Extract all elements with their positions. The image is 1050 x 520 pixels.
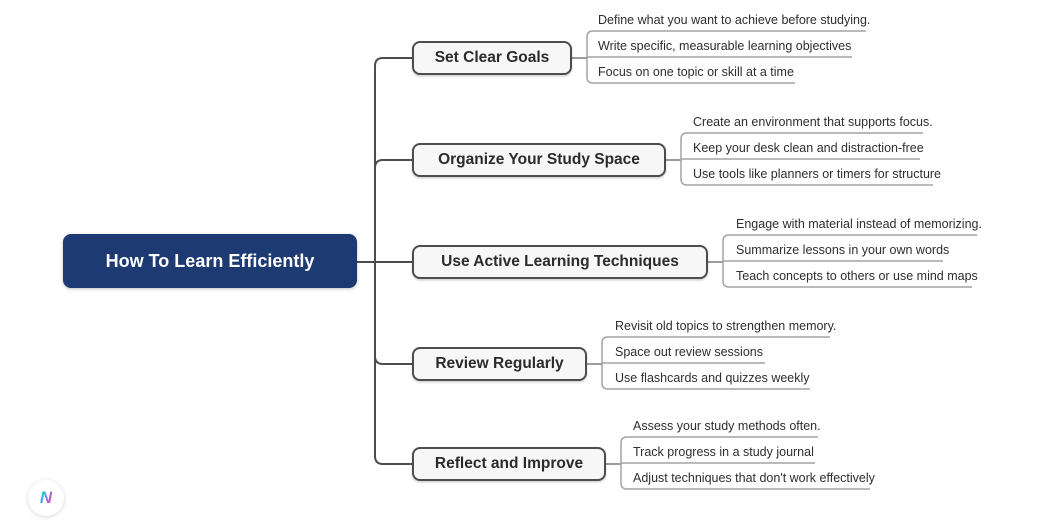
child-node-1-2[interactable]: Write specific, measurable learning obje… [598, 39, 852, 53]
child-node-2-2[interactable]: Keep your desk clean and distraction-fre… [693, 141, 924, 155]
child-node-4-3[interactable]: Use flashcards and quizzes weekly [615, 371, 810, 385]
child-node-3-3[interactable]: Teach concepts to others or use mind map… [736, 269, 978, 283]
child-node-2-1[interactable]: Create an environment that supports focu… [693, 115, 933, 129]
connector-trunk-down-branch5 [374, 262, 412, 465]
child-node-1-3[interactable]: Focus on one topic or skill at a time [598, 65, 794, 79]
child-node-5-1[interactable]: Assess your study methods often. [633, 419, 821, 433]
branch-node-review-regularly[interactable]: Review Regularly [412, 347, 587, 381]
watermark-logo-badge: N [28, 480, 64, 516]
brand-logo-icon: N [39, 488, 53, 507]
child-node-1-1[interactable]: Define what you want to achieve before s… [598, 13, 871, 27]
child-node-2-3[interactable]: Use tools like planners or timers for st… [693, 167, 942, 181]
child-node-5-2[interactable]: Track progress in a study journal [633, 445, 814, 459]
child-node-3-2[interactable]: Summarize lessons in your own words [736, 243, 950, 257]
child-node-3-1[interactable]: Engage with material instead of memorizi… [736, 217, 982, 231]
child-node-4-1[interactable]: Revisit old topics to strengthen memory. [615, 319, 837, 333]
branch-node-set-clear-goals[interactable]: Set Clear Goals [412, 41, 572, 75]
connector-elbow-branch4 [374, 355, 412, 365]
root-node[interactable]: How To Learn Efficiently [63, 234, 357, 288]
connector-trunk-up-branch1 [374, 57, 412, 262]
branch-node-organize-your-study-space[interactable]: Organize Your Study Space [412, 143, 666, 177]
child-node-4-2[interactable]: Space out review sessions [615, 345, 763, 359]
connector-elbow-branch2 [374, 159, 412, 169]
child-node-5-3[interactable]: Adjust techniques that don't work effect… [633, 471, 875, 485]
branch-node-reflect-and-improve[interactable]: Reflect and Improve [412, 447, 606, 481]
branch-node-use-active-learning[interactable]: Use Active Learning Techniques [412, 245, 708, 279]
